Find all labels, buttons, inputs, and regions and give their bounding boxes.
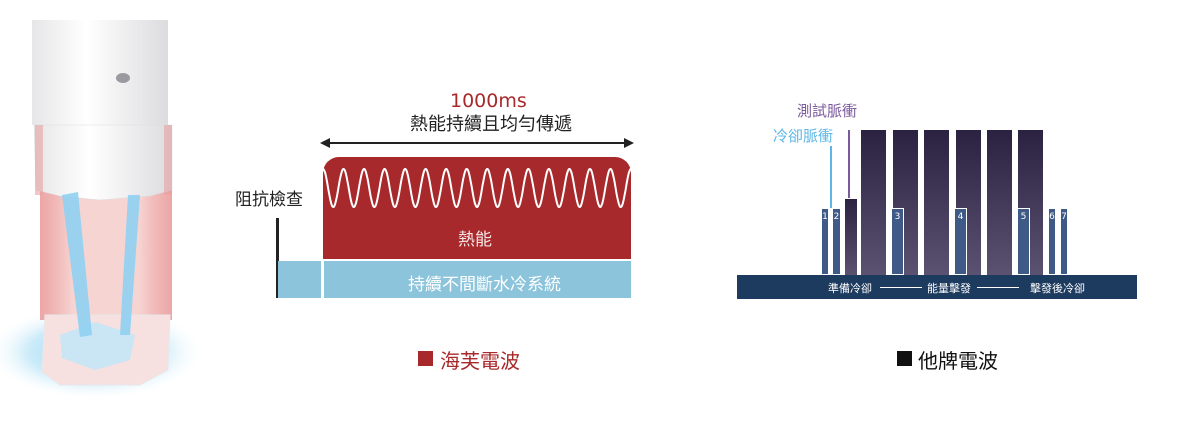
impedance-check-label: 阻抗檢查 <box>235 190 303 210</box>
duration-arrow <box>320 138 634 148</box>
energy-pulse-bar <box>861 130 886 275</box>
test-pulse-pointer <box>848 130 850 198</box>
pulse-number: 1 <box>822 212 828 222</box>
device-illustration <box>0 20 205 400</box>
pulse-number: 5 <box>1020 212 1027 222</box>
cooling-pulse-bar: 5 <box>1017 208 1030 275</box>
competitor-legend-swatch <box>897 351 912 366</box>
pulse-number: 2 <box>833 212 840 222</box>
heat-label: 熱能 <box>458 230 492 250</box>
pulse-number: 6 <box>1049 212 1055 222</box>
duration-label: 1000ms <box>450 90 527 112</box>
phase-prep-label: 準備冷卻 <box>828 282 872 295</box>
competitor-timeline-base <box>737 275 1137 299</box>
pulse-number: 3 <box>894 212 901 222</box>
energy-pulse-bar <box>924 130 949 275</box>
competitor-legend-label: 他牌電波 <box>918 349 998 373</box>
arrow-right <box>977 287 1019 288</box>
phase-after-label: 擊發後冷卻 <box>1030 282 1085 295</box>
brand-legend-label: 海芙電波 <box>440 349 520 373</box>
arrow-left <box>880 287 922 288</box>
cooling-label: 持續不間斷水冷系統 <box>408 275 561 295</box>
energy-pulse-bar <box>987 130 1012 275</box>
pulse-number: 7 <box>1061 212 1067 222</box>
continuous-cooling-block <box>324 261 631 298</box>
pulse-number: 4 <box>957 212 964 222</box>
impedance-pulse-line <box>276 218 279 298</box>
test-pulse-label: 測試脈衝 <box>797 102 858 120</box>
cooling-pulse-bar: 6 <box>1048 208 1056 275</box>
cooling-pulse-bar: 1 <box>821 208 829 275</box>
phase-energy-label: 能量擊發 <box>927 282 971 295</box>
heat-transfer-subtitle: 熱能持續且均勻傳遞 <box>410 114 572 135</box>
cooling-pulse-bar: 2 <box>832 208 841 275</box>
pre-cooling-block <box>278 261 321 298</box>
cooling-pulse-bar: 7 <box>1060 208 1068 275</box>
cooling-pulse-bar: 4 <box>954 208 967 275</box>
brand-legend-swatch <box>418 351 433 366</box>
heat-wave <box>323 167 631 209</box>
wave-line <box>323 167 631 209</box>
cooling-pulse-pointer <box>830 146 832 208</box>
test-pulse-bar <box>845 199 857 275</box>
cooling-pulse-label: 冷卻脈衝 <box>773 127 834 145</box>
cooling-pulse-bar: 3 <box>891 208 904 275</box>
